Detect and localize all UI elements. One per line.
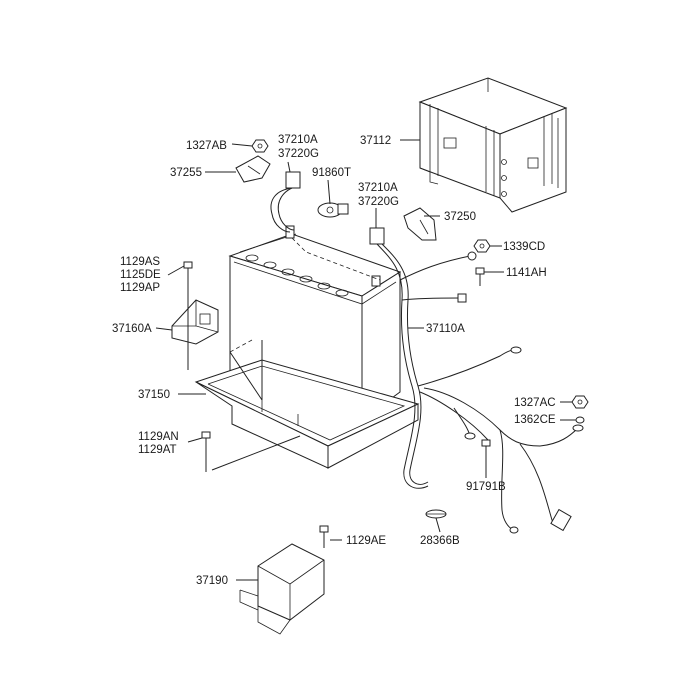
- nut-1339CD: [473, 239, 491, 253]
- label-1327AB: 1327AB: [186, 140, 227, 152]
- label-37110A: 37110A: [426, 323, 465, 335]
- nut-1327AC: [571, 395, 589, 409]
- label-1129AS: 1129AS: [120, 256, 161, 268]
- label-37112: 37112: [360, 135, 392, 147]
- label-1129AT: 1129AT: [138, 444, 177, 456]
- label-37160A: 37160A: [112, 323, 152, 335]
- battery-tray-37150: [194, 359, 420, 469]
- label-37210A-upper: 37210A: [278, 134, 318, 146]
- bolt-1129AN: [201, 431, 211, 462]
- bracket-37160A: [171, 299, 219, 345]
- terminal-cover-37255: [235, 155, 271, 183]
- label-37220G-lower: 37220G: [358, 196, 399, 208]
- nut-1327AB: [251, 139, 269, 153]
- washer-1362CE: [575, 416, 585, 424]
- label-91860T: 91860T: [312, 167, 352, 179]
- clamp-91860T: [317, 202, 349, 218]
- terminal-cover-37250: [403, 207, 437, 241]
- label-1327AC: 1327AC: [514, 397, 556, 409]
- label-91791B: 91791B: [466, 481, 506, 493]
- battery-box-37112: [418, 77, 568, 213]
- label-37255: 37255: [170, 167, 202, 179]
- label-1362CE: 1362CE: [514, 414, 556, 426]
- label-1339CD: 1339CD: [503, 241, 546, 253]
- label-28366B: 28366B: [420, 535, 460, 547]
- negative-cable-harness-37110A: [369, 227, 584, 534]
- label-37220G-upper: 37220G: [278, 148, 319, 160]
- leader-lines: [155, 139, 576, 581]
- bolt-91791B: [481, 439, 491, 466]
- label-1129AN: 1129AN: [138, 431, 179, 443]
- label-37250: 37250: [444, 211, 476, 223]
- bolt-1129AS: [183, 261, 193, 292]
- label-1129AP: 1129AP: [120, 282, 161, 294]
- bolt-1141AH: [475, 267, 485, 286]
- bracket-37190: [239, 543, 325, 635]
- label-1125DE: 1125DE: [120, 269, 161, 281]
- bolt-1129AE: [319, 525, 329, 548]
- label-1129AE: 1129AE: [346, 535, 387, 547]
- label-37150: 37150: [138, 389, 170, 401]
- label-1141AH: 1141AH: [506, 267, 547, 279]
- positive-cable: [270, 171, 301, 233]
- wire-clip-28366B: [425, 509, 447, 519]
- label-37210A-lower: 37210A: [358, 182, 398, 194]
- label-37190: 37190: [196, 575, 228, 587]
